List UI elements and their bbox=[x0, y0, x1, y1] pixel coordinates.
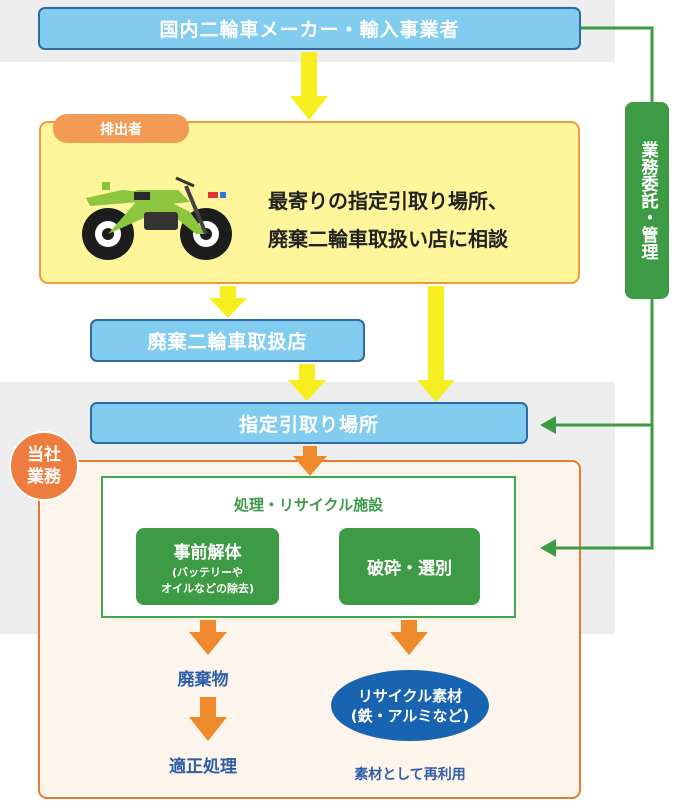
facility-title: 処理・リサイクル施設 bbox=[233, 496, 384, 514]
outsourcing-management-text: 業務委託・管理 bbox=[637, 141, 658, 260]
yellow-arrow-dealer-to-collection bbox=[288, 364, 326, 401]
pre-dismantling-box: 事前解体 (バッテリーや オイルなどの除去) bbox=[136, 528, 279, 605]
recycled-material-line-2: (鉄・アルミなど) bbox=[350, 706, 470, 725]
recycled-material-ellipse: リサイクル素材 (鉄・アルミなど) bbox=[331, 670, 489, 741]
management-arrowhead-collection bbox=[540, 416, 556, 434]
orange-arrow-waste-to-proper bbox=[189, 697, 227, 741]
crushing-sorting-box: 破砕・選別 bbox=[339, 528, 480, 605]
discharger-tag-label: 排出者 bbox=[100, 121, 142, 138]
company-badge: 当社 業務 bbox=[9, 431, 79, 501]
recycled-material-line-1: リサイクル素材 bbox=[357, 686, 463, 705]
manufacturer-box: 国内二輪車メーカー・輸入事業者 bbox=[38, 7, 581, 50]
company-badge-line-1: 当社 bbox=[27, 445, 61, 465]
collection-site-box: 指定引取り場所 bbox=[90, 402, 528, 444]
orange-arrow-dismantle-to-waste bbox=[189, 620, 227, 655]
collection-site-label: 指定引取り場所 bbox=[238, 413, 379, 436]
yellow-arrow-manufacturer-to-discharger bbox=[290, 52, 328, 120]
orange-arrow-collection-to-facility bbox=[293, 446, 327, 476]
waste-label: 廃棄物 bbox=[177, 670, 229, 690]
crushing-sorting-label: 破砕・選別 bbox=[367, 559, 452, 579]
reuse-label: 素材として再利用 bbox=[354, 767, 466, 783]
outsourcing-management-label: 業務委託・管理 bbox=[625, 102, 669, 299]
discharger-tag: 排出者 bbox=[53, 114, 189, 143]
pre-dismantling-sub-2: オイルなどの除去) bbox=[160, 582, 255, 595]
proper-disposal-label: 適正処理 bbox=[169, 757, 237, 777]
motorcycle-icon bbox=[82, 176, 232, 260]
pre-dismantling-sub-1: (バッテリーや bbox=[171, 566, 244, 579]
management-arrowhead-facility bbox=[540, 539, 556, 557]
dealer-box: 廃棄二輪車取扱店 bbox=[90, 319, 365, 362]
consult-line-1: 最寄りの指定引取り場所、 bbox=[268, 189, 508, 213]
yellow-arrow-discharger-to-collection bbox=[417, 286, 455, 402]
orange-arrow-crush-to-material bbox=[390, 620, 428, 655]
dealer-label: 廃棄二輪車取扱店 bbox=[147, 331, 308, 353]
pre-dismantling-title: 事前解体 bbox=[173, 543, 242, 563]
yellow-arrow-discharger-to-dealer bbox=[209, 286, 247, 318]
consult-message: 最寄りの指定引取り場所、 廃棄二輪車取扱い店に相談 bbox=[268, 182, 578, 258]
consult-line-2: 廃棄二輪車取扱い店に相談 bbox=[268, 227, 508, 251]
company-badge-line-2: 業務 bbox=[27, 467, 61, 487]
manufacturer-label: 国内二輪車メーカー・輸入事業者 bbox=[159, 19, 460, 41]
